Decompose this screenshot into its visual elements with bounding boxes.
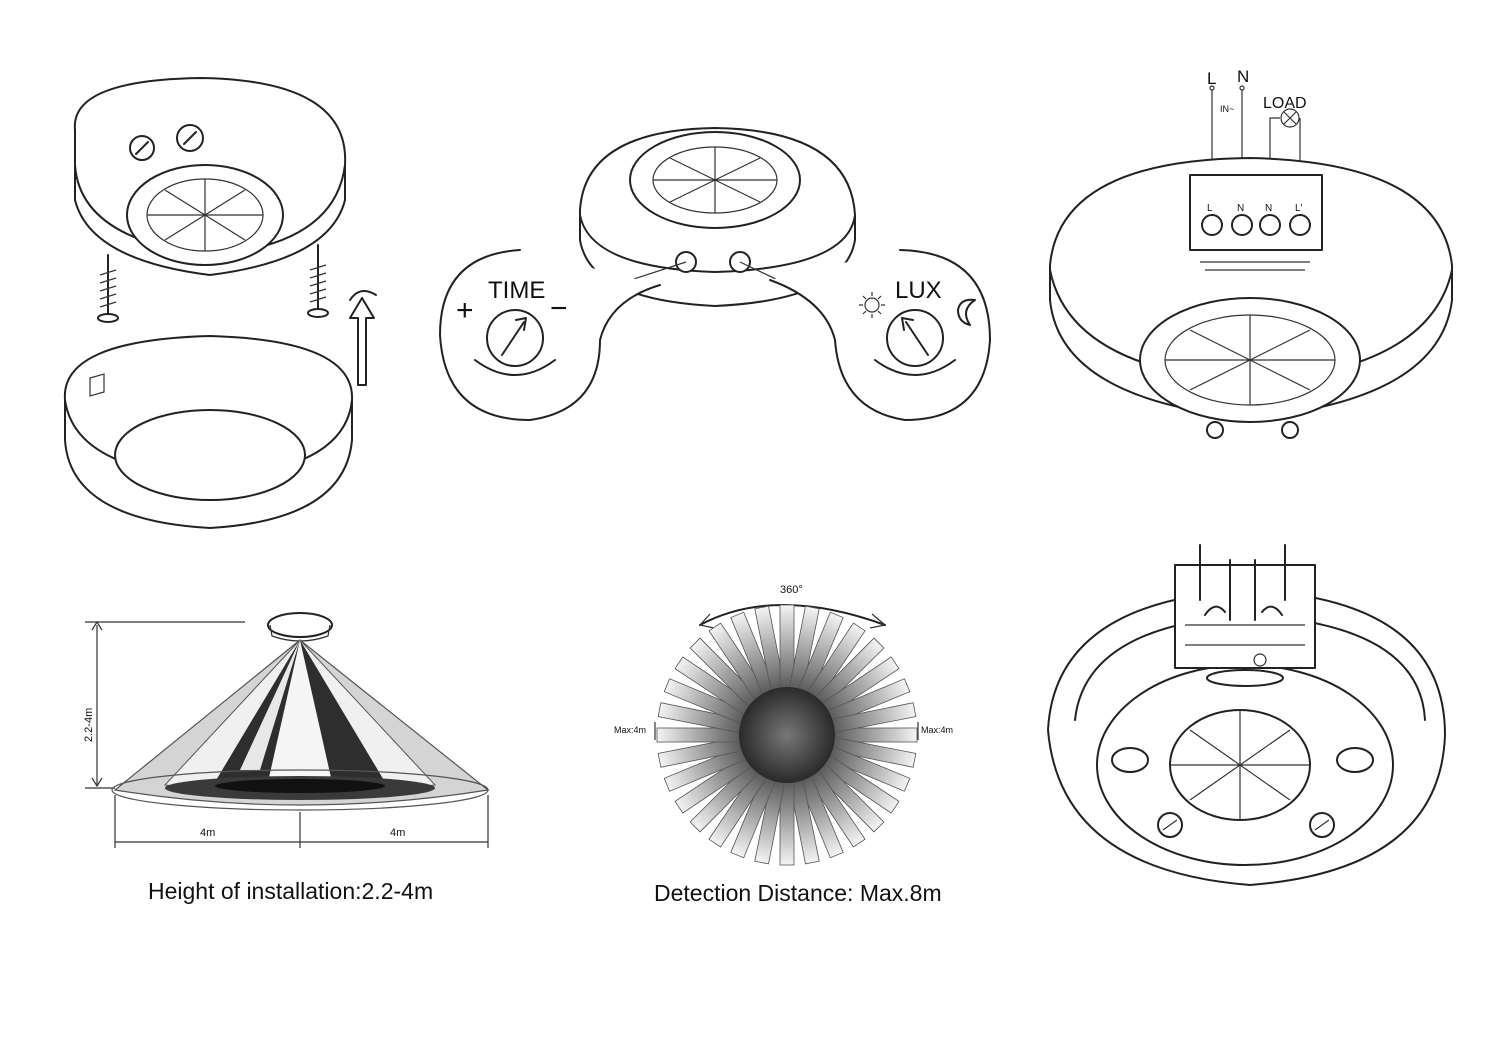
moon-icon xyxy=(957,298,976,326)
installation-caption: Height of installation:2.2-4m xyxy=(148,878,434,904)
wire-n-label: N xyxy=(1237,67,1249,86)
right-width-label: 4m xyxy=(390,827,405,839)
screw-right-icon xyxy=(307,244,329,318)
screw-left-icon xyxy=(97,254,119,323)
wiring-view: L N IN~ LOAD L N N L' xyxy=(1049,67,1453,439)
mounting-view xyxy=(63,77,377,529)
time-plus-label: + xyxy=(456,294,474,327)
twist-arrow-icon xyxy=(349,290,377,386)
terminal-n2: N xyxy=(1265,203,1272,214)
right-max-label: Max:4m xyxy=(921,725,953,735)
supply-label: IN~ xyxy=(1220,104,1234,114)
time-knob-label: TIME xyxy=(488,277,545,304)
time-minus-label: − xyxy=(550,292,568,325)
left-width-label: 4m xyxy=(200,827,215,839)
left-max-label: Max:4m xyxy=(614,725,646,735)
lux-knob-dial[interactable] xyxy=(874,309,956,376)
height-label: 2.2-4m xyxy=(83,708,95,742)
wired-underside-view xyxy=(1047,544,1446,886)
terminal-n1: N xyxy=(1237,203,1244,214)
installation-height-view: 2.2-4m 4m 4m xyxy=(83,612,490,848)
lamp-icon xyxy=(1280,108,1300,128)
terminal-l-out: L' xyxy=(1295,203,1303,214)
angle-label: 360° xyxy=(780,584,803,596)
lux-knob-label: LUX xyxy=(895,277,942,304)
detection-pattern-view: 360° Max:4m Max:4m xyxy=(614,584,953,866)
load-label: LOAD xyxy=(1263,95,1307,112)
knob-adjust-view: TIME + − LUX xyxy=(439,127,991,421)
wire-l-label: L xyxy=(1207,69,1216,88)
time-knob-dial[interactable] xyxy=(474,309,556,376)
terminal-l: L xyxy=(1207,203,1213,214)
sun-icon xyxy=(859,292,885,318)
detection-core xyxy=(739,687,835,783)
detection-caption: Detection Distance: Max.8m xyxy=(654,880,942,906)
